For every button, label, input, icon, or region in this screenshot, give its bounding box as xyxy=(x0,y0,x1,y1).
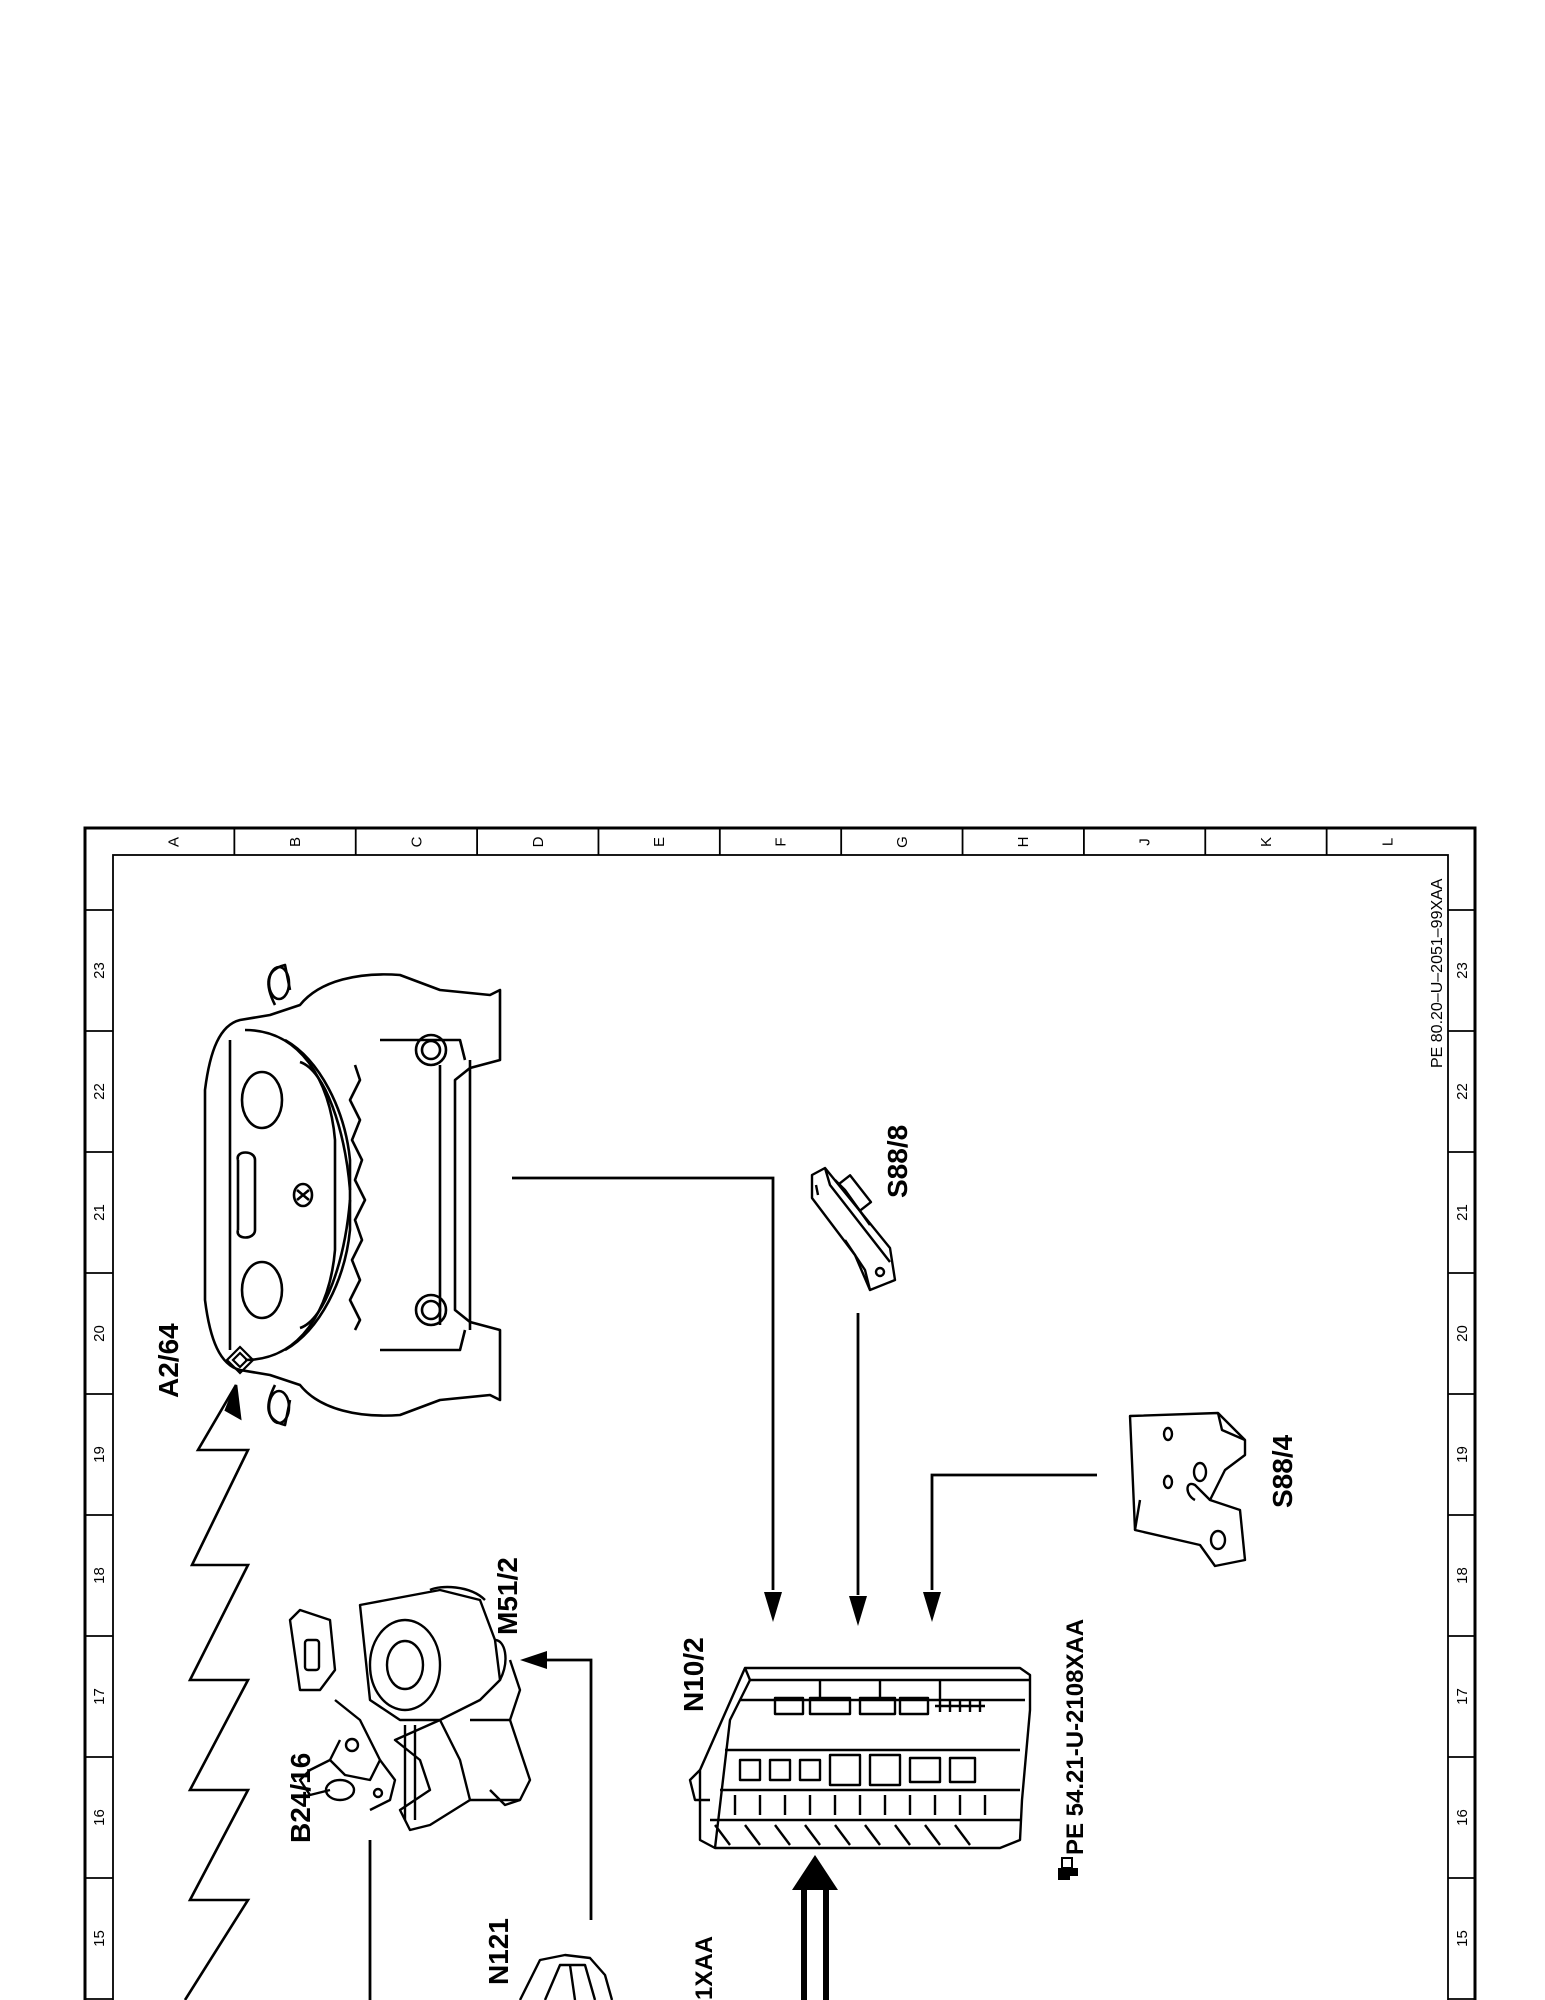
grid-column-label: A xyxy=(166,837,183,847)
label-b24-16: B24/16 xyxy=(285,1753,316,1843)
grid-row-label: 22 xyxy=(91,1083,108,1100)
grid-row-label: 15 xyxy=(1454,1930,1471,1947)
grid-row-label: 20 xyxy=(1454,1325,1471,1342)
grid-row-labels-right: 23 22 21 20 19 18 17 16 15 xyxy=(1454,962,1471,1947)
grid-row-label: 23 xyxy=(1454,962,1471,979)
label-a2-64: A2/64 xyxy=(153,1323,184,1398)
label-s88-4: S88/4 xyxy=(1267,1434,1298,1508)
grid-column-label: G xyxy=(894,836,911,848)
grid-column-label: F xyxy=(773,837,790,846)
grid-row-label: 22 xyxy=(1454,1083,1471,1100)
grid-column-label: C xyxy=(408,836,425,847)
grid-column-label: L xyxy=(1379,838,1396,846)
pointing-hand-icon xyxy=(1058,1857,1078,1880)
s88-8-switch-illustration xyxy=(810,1166,897,1292)
label-m51-2: M51/2 xyxy=(492,1557,523,1635)
grid-row-label: 16 xyxy=(91,1809,108,1826)
grid-row-label: 18 xyxy=(1454,1567,1471,1584)
grid-row-label: 19 xyxy=(1454,1446,1471,1463)
connection-lines xyxy=(368,1176,1097,2000)
label-n10-2: N10/2 xyxy=(678,1637,709,1712)
grid-column-label: E xyxy=(651,837,668,847)
reference-n10-2: PE 54.21-U-2108XAA xyxy=(1062,1619,1089,1855)
grid-column-label: B xyxy=(287,837,304,847)
document-code: PE 80.20–U–2051–99XAA xyxy=(1429,878,1446,1068)
grid-row-label: 15 xyxy=(91,1930,108,1947)
grid-row-labels-left: 23 22 21 20 19 18 17 16 15 xyxy=(91,962,108,1947)
grid-row-label: 21 xyxy=(1454,1204,1471,1221)
grid-ticks xyxy=(85,828,1475,2000)
bus-arrow-into-n10-2 xyxy=(792,1855,838,2000)
grid-row-label: 21 xyxy=(91,1204,108,1221)
label-n121: N121 xyxy=(483,1918,514,1985)
transmitter-diamond-icon xyxy=(225,1345,255,1375)
n121-module-illustration xyxy=(518,1953,614,2000)
grid-row-label: 17 xyxy=(1454,1688,1471,1705)
s88-4-switch-illustration xyxy=(1128,1411,1247,1568)
grid-row-label: 17 xyxy=(91,1688,108,1705)
n10-2-module-illustration xyxy=(688,1666,1032,1850)
reference-partial: 1XAA xyxy=(691,1936,718,2000)
grid-column-label: J xyxy=(1137,838,1154,846)
grid-row-label: 18 xyxy=(91,1567,108,1584)
arrowheads xyxy=(520,1592,941,1669)
grid-row-label: 16 xyxy=(1454,1809,1471,1826)
grid-row-label: 19 xyxy=(91,1446,108,1463)
grid-column-label: K xyxy=(1258,837,1275,847)
drawing-frame xyxy=(83,826,1477,2000)
grid-column-label: H xyxy=(1015,837,1032,848)
vehicle-front-illustration xyxy=(203,963,502,1427)
grid-column-label: D xyxy=(530,836,547,847)
grid-row-label: 20 xyxy=(91,1325,108,1342)
label-s88-8: S88/8 xyxy=(882,1125,913,1198)
m51-2-actuator-illustration xyxy=(288,1585,532,1832)
wireless-signal-zigzag xyxy=(183,1384,251,2000)
grid-row-label: 23 xyxy=(91,962,108,979)
